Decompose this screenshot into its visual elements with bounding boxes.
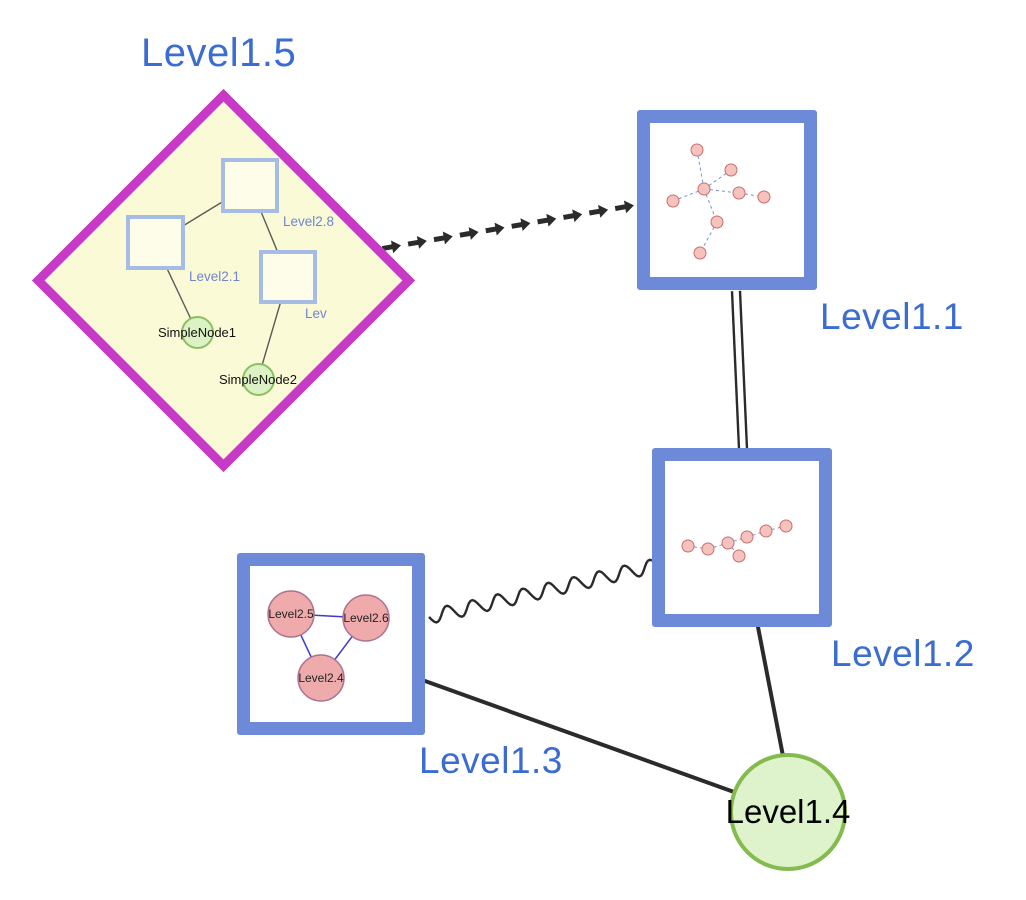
node-level1-3[interactable]: Level2.5 Level2.6 Level2.4 bbox=[237, 553, 425, 735]
label-level1-1: Level1.1 bbox=[820, 296, 964, 337]
label-level2-5: Level2.5 bbox=[268, 607, 314, 621]
minigraph-level1-3 bbox=[267, 590, 390, 702]
node-level1-4[interactable]: Level1.4 bbox=[726, 753, 850, 871]
label-simplenode2: SimpleNode2 bbox=[218, 372, 298, 387]
node-level1-5[interactable]: Level2.8 Level2.1 Lev SimpleNode1 Simple… bbox=[31, 88, 416, 473]
inner-node-level2-x[interactable] bbox=[259, 250, 317, 304]
label-level2-4: Level2.4 bbox=[298, 671, 344, 685]
minigraph-level1-2 bbox=[681, 519, 793, 563]
label-level1-5: Level1.5 bbox=[141, 31, 297, 75]
node-level1-2[interactable] bbox=[652, 448, 832, 627]
label-level1-4: Level1.4 bbox=[725, 793, 851, 830]
label-level1-2: Level1.2 bbox=[831, 633, 975, 674]
inner-node-simplenode2[interactable] bbox=[242, 363, 275, 396]
minigraph-level1-1 bbox=[666, 143, 771, 260]
inner-node-level2-8[interactable] bbox=[221, 158, 279, 213]
label-level2-8: Level2.8 bbox=[283, 214, 335, 229]
inner-node-simplenode1[interactable] bbox=[181, 316, 214, 349]
label-level2-x-clipped: Lev bbox=[305, 306, 327, 321]
inner-node-level2-1[interactable] bbox=[126, 215, 185, 270]
label-level1-3: Level1.3 bbox=[419, 740, 563, 781]
label-level2-1: Level2.1 bbox=[189, 269, 241, 284]
label-simplenode1: SimpleNode1 bbox=[157, 325, 237, 340]
label-level2-6: Level2.6 bbox=[343, 611, 389, 625]
node-level1-1[interactable] bbox=[637, 110, 817, 290]
